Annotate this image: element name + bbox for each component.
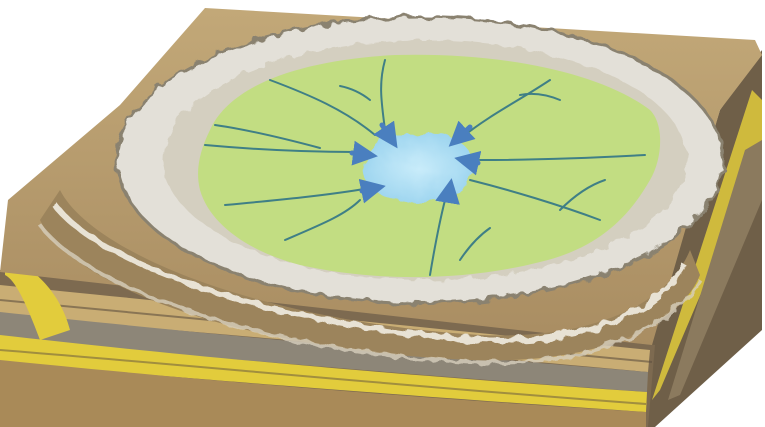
flow-arrow-southwest [362, 188, 376, 191]
central-lake [363, 133, 473, 203]
flow-arrow-southeast [448, 188, 450, 200]
flow-arrow-west [352, 153, 368, 155]
flow-arrow-east [464, 160, 478, 163]
